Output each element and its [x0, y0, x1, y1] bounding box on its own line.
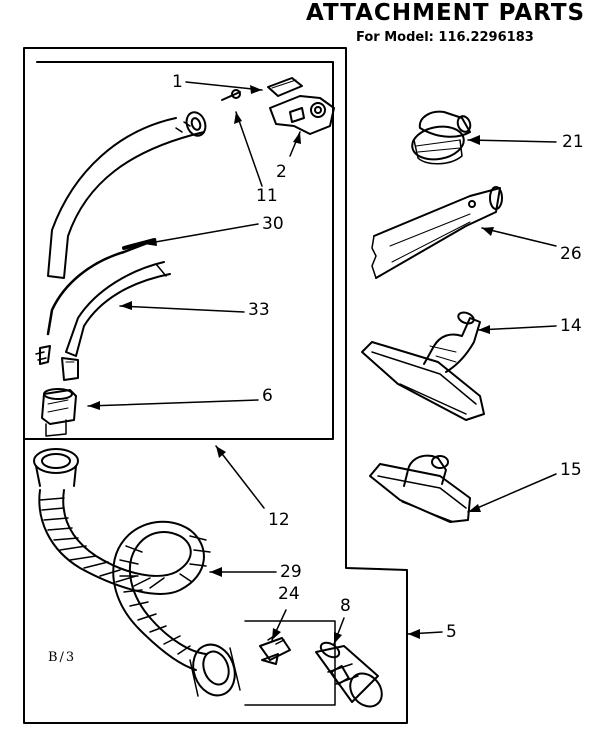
callout-11: 11: [256, 186, 278, 206]
crevice-tool-part-26: [371, 186, 503, 279]
diagram-title: ATTACHMENT PARTS: [306, 0, 586, 26]
callout-5: 5: [446, 622, 457, 642]
callout-21: 21: [562, 132, 584, 152]
callout-14: 14: [560, 316, 582, 336]
callout-26: 26: [560, 244, 582, 264]
clip-part-1: [267, 77, 303, 97]
callout-30: 30: [262, 214, 284, 234]
arrowheads: [88, 85, 494, 644]
coupling-part-6: [41, 388, 77, 437]
callout-24: 24: [278, 584, 300, 604]
floor-brush-part-14: [361, 311, 485, 421]
swivel-part-8: [315, 641, 383, 708]
electrical-box: [244, 620, 336, 706]
callout-29: 29: [280, 562, 302, 582]
leader-lines: [87, 81, 557, 645]
callout-33: 33: [248, 300, 270, 320]
callout-6: 6: [262, 386, 273, 406]
callout-1: 1: [172, 72, 183, 92]
upholstery-brush-part-15: [369, 454, 471, 523]
inner-wand-boundary: [23, 61, 334, 440]
terminal-part-24: [259, 635, 291, 665]
model-number: For Model: 116.2296183: [356, 30, 534, 45]
page-code: B/3: [48, 650, 77, 665]
wire-plug: [122, 238, 156, 250]
callout-8: 8: [340, 596, 351, 616]
wand-main-tube: [47, 111, 207, 279]
callout-2: 2: [276, 162, 287, 182]
hose-part-29: [33, 448, 241, 697]
callout-12: 12: [268, 510, 290, 530]
callout-15: 15: [560, 460, 582, 480]
wire-part-30: [46, 240, 152, 336]
outer-assembly-boundary: [23, 47, 408, 724]
lower-wand-part-33: [61, 261, 171, 381]
dusting-brush-part-21: [411, 110, 472, 165]
bracket-part-2: [269, 95, 335, 135]
screw-part-11: [221, 89, 241, 101]
wire-connectors: [35, 345, 51, 365]
